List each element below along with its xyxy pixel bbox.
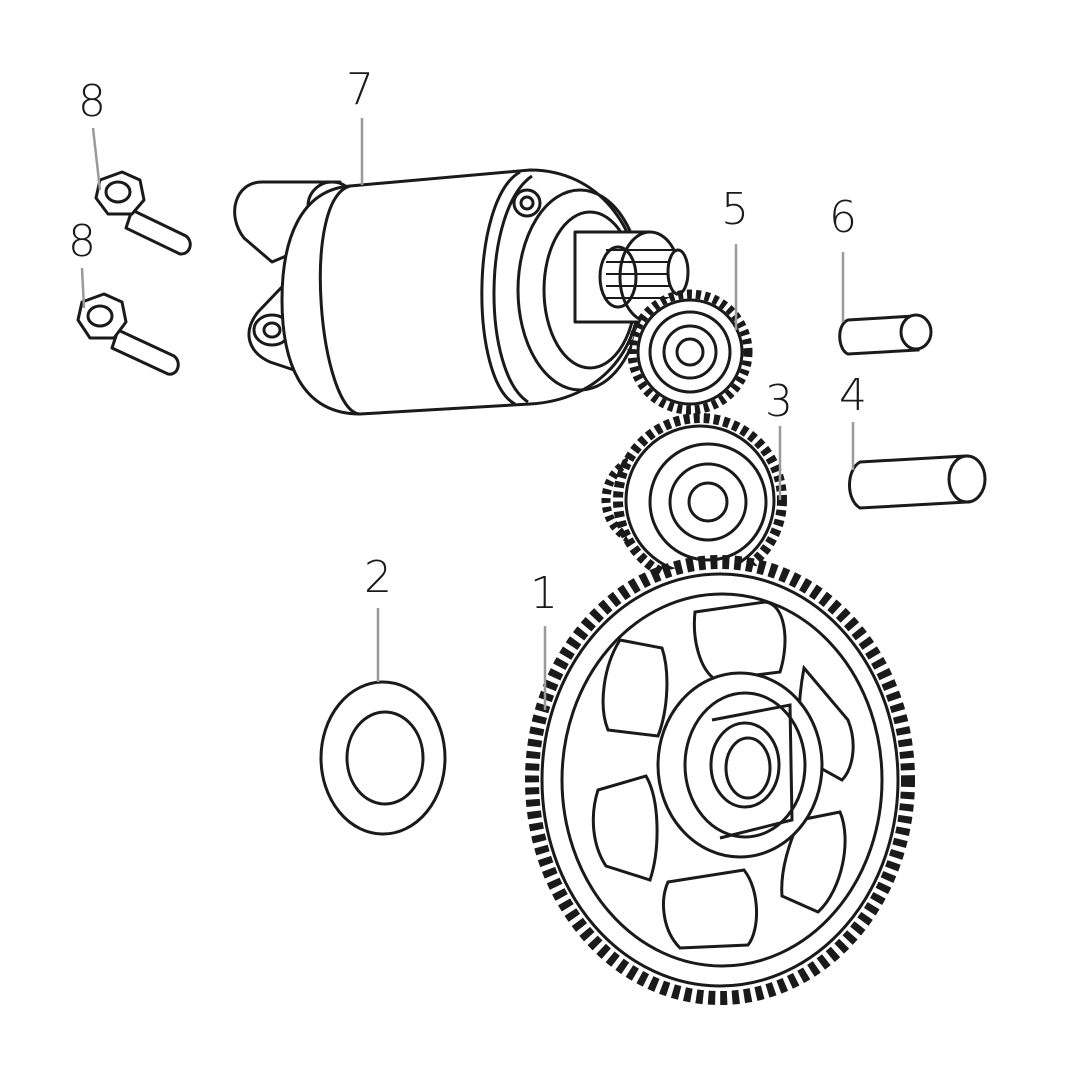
leader-lines xyxy=(80,118,855,710)
callout-6: 6 xyxy=(829,192,857,243)
washer xyxy=(319,680,447,836)
callout-5: 5 xyxy=(721,184,749,235)
leader-8a xyxy=(91,127,102,191)
bolt-lower xyxy=(76,292,180,376)
idler-gear-compound xyxy=(601,413,787,587)
shaft-long xyxy=(848,454,987,510)
callout-7: 7 xyxy=(346,64,374,115)
callout-1: 1 xyxy=(530,568,558,619)
callout-4: 4 xyxy=(839,370,867,421)
callout-3: 3 xyxy=(765,376,793,427)
starter-driven-gear xyxy=(525,555,915,1005)
callout-8-upper: 8 xyxy=(78,76,106,127)
leader-8b xyxy=(80,267,86,309)
callout-8-lower: 8 xyxy=(68,216,96,267)
callout-2: 2 xyxy=(364,552,392,603)
starter-motor xyxy=(233,168,690,416)
bolt-upper xyxy=(94,170,192,256)
shaft-short xyxy=(838,313,933,356)
idler-gear-small xyxy=(627,289,753,415)
